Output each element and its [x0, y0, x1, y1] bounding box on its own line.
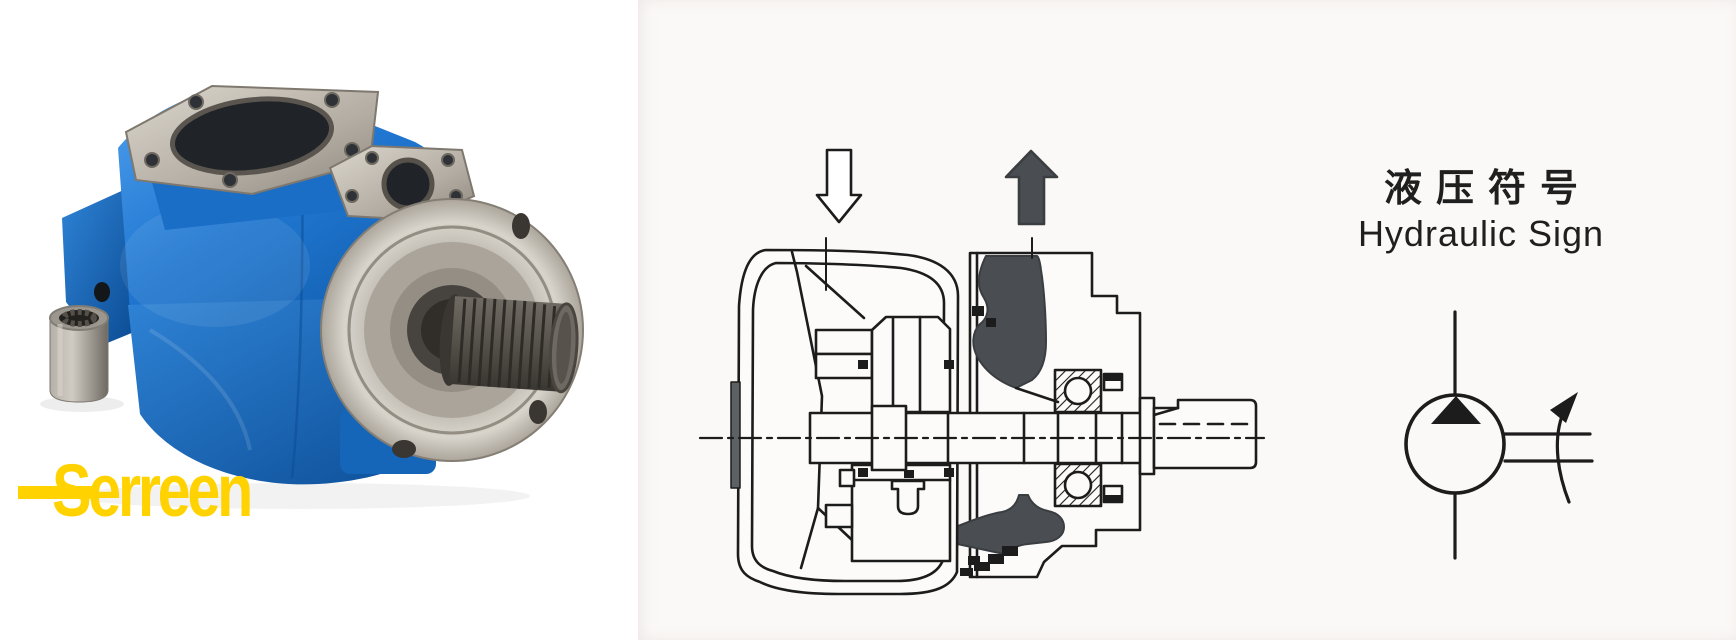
cartridge-assembly: [814, 315, 952, 563]
inlet-port: [169, 96, 335, 176]
seal-squares: [858, 306, 996, 565]
hydraulic-symbol: [1404, 310, 1594, 560]
shaft-extension: [1138, 396, 1258, 476]
outlet-passage-fill: [972, 255, 1047, 389]
flow-in-arrow-icon: [815, 148, 863, 224]
ball-bearing-bottom: [1053, 462, 1124, 508]
pump-shadow: [70, 483, 530, 509]
ball-bearing-top: [1053, 368, 1124, 414]
splined-shaft: [439, 294, 579, 394]
variable-arrow-icon: [1555, 414, 1571, 504]
front-housing-inner-wall: [750, 261, 946, 583]
wear-plate: [730, 381, 741, 489]
inlet-flange: [124, 84, 395, 230]
variable-arrow-head: [1550, 392, 1578, 423]
disc-bolt-holes: [392, 213, 547, 458]
inlet-flange-bolt-holes: [144, 92, 360, 188]
hydraulic-sign-panel: 液压符号 Hydraulic Sign: [1300, 166, 1662, 255]
sign-title-chinese: 液压符号: [1383, 168, 1592, 210]
flow-triangle-icon: [1431, 396, 1481, 424]
pump-photo: [40, 84, 584, 509]
pump-cross-section-diagram: [698, 148, 1266, 596]
spline-coupling: [49, 305, 109, 403]
flow-out-arrow-icon: [1004, 149, 1059, 226]
cover-taper-lines: [790, 250, 824, 570]
passage-steps: [960, 546, 1018, 576]
sign-title-english: Hydraulic Sign: [1357, 213, 1605, 254]
vane-slot: [890, 479, 926, 516]
outlet-port: [381, 157, 435, 211]
return-passage-fill: [947, 494, 1065, 555]
